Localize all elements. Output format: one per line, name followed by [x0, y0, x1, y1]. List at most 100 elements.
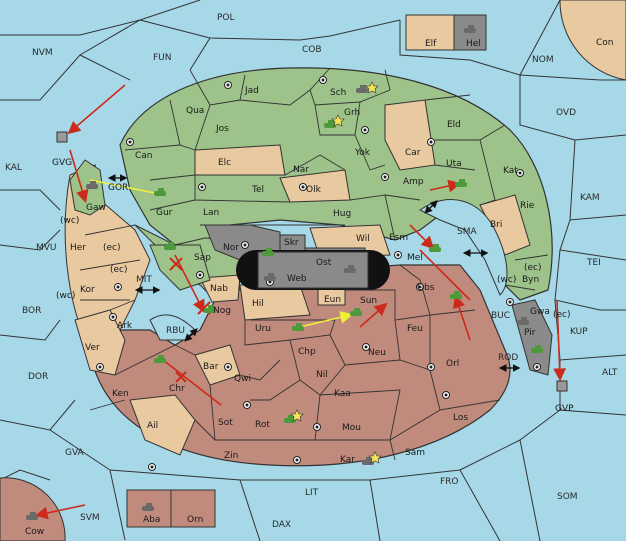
label-Sap[interactable]: Sap: [194, 253, 211, 263]
label-Los[interactable]: Los: [453, 413, 468, 423]
label-ROD[interactable]: ROD: [498, 353, 518, 363]
label-Orl[interactable]: Orl: [446, 359, 459, 369]
label-Lan[interactable]: Lan: [203, 208, 219, 218]
label-GVG[interactable]: GVG: [52, 158, 72, 168]
unit-gvg[interactable]: [56, 131, 68, 143]
label-POL[interactable]: POL: [217, 13, 235, 23]
label-Bar[interactable]: Bar: [203, 362, 219, 372]
unit-nog[interactable]: [204, 305, 216, 313]
label-Ver[interactable]: Ver: [85, 343, 100, 353]
label-Skr[interactable]: Skr: [284, 238, 299, 248]
label-Rot[interactable]: Rot: [255, 420, 270, 430]
label-Sch[interactable]: Sch: [330, 88, 346, 98]
label-Chr[interactable]: Chr: [169, 384, 185, 394]
label-SVM[interactable]: SVM: [80, 513, 100, 523]
label-MIT[interactable]: MIT: [136, 275, 152, 285]
label-KAM[interactable]: KAM: [580, 193, 600, 203]
label-Sam[interactable]: Sam: [405, 448, 425, 458]
label-OVD[interactable]: OVD: [556, 108, 576, 118]
label-Eld[interactable]: Eld: [447, 120, 461, 130]
label-Kaa[interactable]: Kaa: [334, 389, 351, 399]
unit-obs[interactable]: [450, 291, 462, 299]
label-Uru[interactable]: Uru: [255, 324, 271, 334]
label-Uta[interactable]: Uta: [446, 159, 462, 169]
label-Elf[interactable]: Elf: [425, 39, 437, 49]
label-Hel[interactable]: Hel: [466, 39, 481, 49]
label-TEI[interactable]: TEI: [586, 258, 601, 268]
label-Nog[interactable]: Nog: [213, 306, 231, 316]
label-Obs[interactable]: Obs: [417, 283, 435, 293]
label-Car[interactable]: Car: [405, 148, 421, 158]
label-Can[interactable]: Can: [135, 151, 153, 161]
label-SOM[interactable]: SOM: [557, 492, 578, 502]
label-FUN[interactable]: FUN: [153, 53, 172, 63]
label-Ost[interactable]: Ost: [316, 258, 332, 268]
label-Gur[interactable]: Gur: [156, 208, 173, 218]
label-Nor[interactable]: Nor: [223, 243, 239, 253]
unit-rod[interactable]: [531, 345, 543, 353]
unit-sap[interactable]: [164, 242, 176, 250]
label-Zin[interactable]: Zin: [224, 451, 238, 461]
label-MVU[interactable]: MVU: [36, 243, 57, 253]
label-Nil[interactable]: Nil: [316, 370, 328, 380]
label-Web[interactable]: Web: [287, 274, 307, 284]
label-Pir[interactable]: Pir: [524, 328, 536, 338]
unit-mel[interactable]: [429, 244, 441, 252]
label-Jad[interactable]: Jad: [244, 86, 259, 96]
label-Con[interactable]: Con: [596, 38, 614, 48]
unit-ost[interactable]: [344, 265, 356, 273]
unit-uta[interactable]: [455, 179, 467, 187]
unit-sch[interactable]: [356, 85, 368, 93]
unit-uru[interactable]: [292, 323, 304, 331]
label-KAL[interactable]: KAL: [5, 163, 22, 173]
label-Sun[interactable]: Sun: [360, 296, 377, 306]
unit-kar[interactable]: [362, 457, 374, 465]
unit-hel[interactable]: [464, 25, 476, 33]
label-Neu[interactable]: Neu: [368, 348, 386, 358]
label-Nab[interactable]: Nab: [210, 284, 228, 294]
label-Hug[interactable]: Hug: [333, 209, 351, 219]
label-NOM[interactable]: NOM: [532, 55, 554, 65]
label-Ark[interactable]: Ark: [117, 321, 133, 331]
label-RBU[interactable]: RBU: [166, 326, 185, 336]
label-Feu[interactable]: Feu: [407, 324, 423, 334]
unit-cow[interactable]: [26, 512, 38, 520]
label-ALT[interactable]: ALT: [602, 368, 618, 378]
unit-sun[interactable]: [350, 308, 362, 316]
label-Kar[interactable]: Kar: [340, 455, 355, 465]
unit-pir[interactable]: [517, 317, 529, 325]
label-Byn[interactable]: Byn: [522, 275, 539, 285]
unit-nor[interactable]: [262, 248, 274, 256]
label-Cow[interactable]: Cow: [25, 527, 44, 537]
label-Orn[interactable]: Orn: [187, 515, 203, 525]
label-GVP[interactable]: GVP: [555, 404, 574, 414]
label-Hil[interactable]: Hil: [252, 299, 264, 309]
label-Nar[interactable]: Nar: [293, 165, 309, 175]
label-COB[interactable]: COB: [302, 45, 322, 55]
label-GOR[interactable]: GOR: [108, 183, 128, 193]
label-BUC[interactable]: BUC: [491, 311, 510, 321]
label-Qua[interactable]: Qua: [186, 106, 204, 116]
unit-grh[interactable]: [324, 120, 336, 128]
label-Aba[interactable]: Aba: [143, 515, 160, 525]
label-DOR[interactable]: DOR: [28, 372, 48, 382]
label-Esm[interactable]: Esm: [389, 233, 408, 243]
label-Eun[interactable]: Eun: [324, 295, 341, 305]
label-Qwi[interactable]: Qwi: [234, 374, 251, 384]
label-SMA[interactable]: SMA: [457, 227, 477, 237]
label-BOR[interactable]: BOR: [22, 306, 41, 316]
label-Ail[interactable]: Ail: [147, 421, 158, 431]
unit-aba[interactable]: [142, 503, 154, 511]
unit-gur[interactable]: [154, 188, 166, 196]
label-Sot[interactable]: Sot: [218, 418, 233, 428]
label-KUP[interactable]: KUP: [570, 327, 588, 337]
label-DAX[interactable]: DAX: [272, 520, 291, 530]
label-FRO[interactable]: FRO: [440, 477, 459, 487]
label-Kat[interactable]: Kat: [503, 166, 518, 176]
label-Gwa[interactable]: Gwa: [530, 307, 550, 317]
unit-rot[interactable]: [284, 415, 296, 423]
unit-gvp[interactable]: [556, 380, 568, 392]
unit-chr[interactable]: [154, 355, 166, 363]
label-Mel[interactable]: Mel: [407, 253, 423, 263]
unit-web[interactable]: [264, 273, 276, 281]
